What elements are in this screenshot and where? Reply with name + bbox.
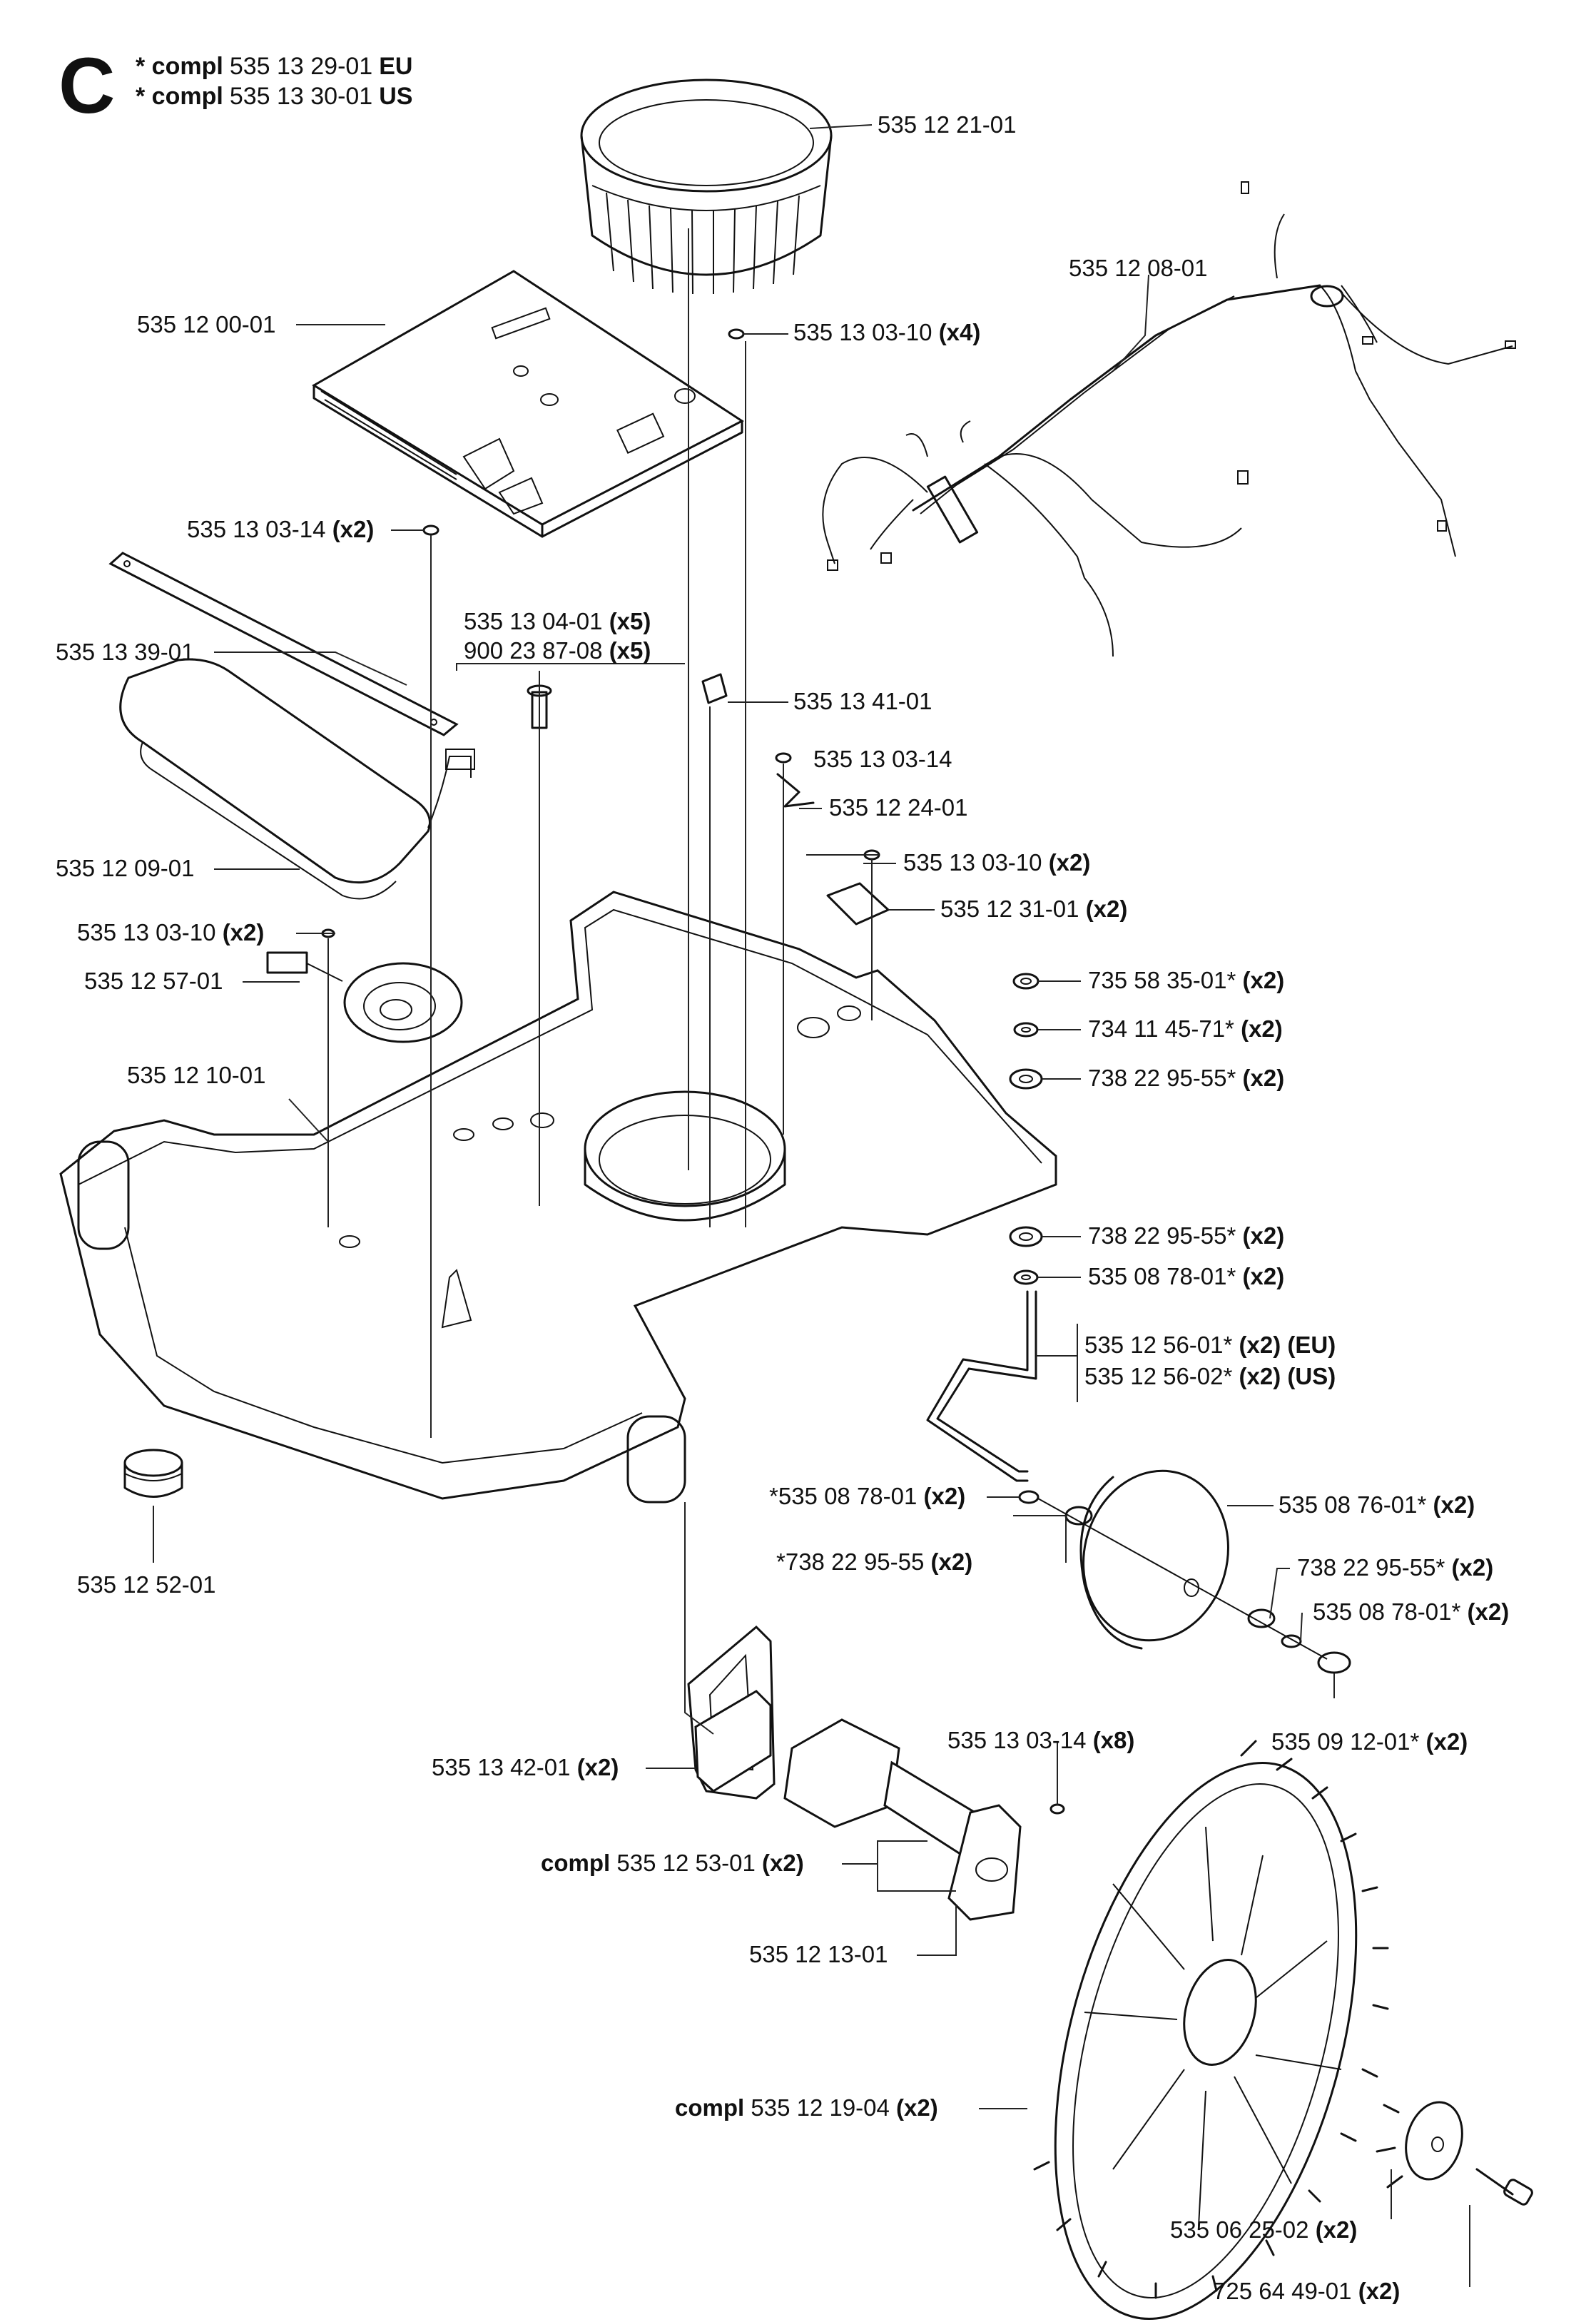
drive-wheel xyxy=(1033,1740,1389,2320)
speaker xyxy=(266,951,463,1043)
compl-us-number: 535 13 30-01 xyxy=(230,83,372,110)
part-label-535-13-04-01: 535 13 04-01 (x5) xyxy=(464,608,651,634)
section-letter: C xyxy=(59,42,115,130)
part-label-535-13-03-14: 535 13 03-14 xyxy=(813,746,952,772)
part-label-535-12-00-01: 535 12 00-01 xyxy=(137,311,276,338)
part-label-535-12-09-01: 535 12 09-01 xyxy=(56,855,195,881)
battery-pack xyxy=(119,658,475,900)
top-cover-ring xyxy=(580,78,833,295)
compl-us-suffix: US xyxy=(379,83,412,110)
front-axle-rod xyxy=(926,1290,1037,1482)
part-label-535-12-56-02: 535 12 56-02* (x2) (US) xyxy=(1084,1363,1336,1389)
part-label-535-12-57-01: 535 12 57-01 xyxy=(84,968,223,994)
compl-us-prefix: * compl xyxy=(136,83,223,110)
part-label-compl-535-12-19-04: compl 535 12 19-04 (x2) xyxy=(675,2094,938,2121)
hub-cap-and-bolt xyxy=(1376,2101,1533,2206)
part-label-535-06-25-02: 535 06 25-02 (x2) xyxy=(1170,2216,1357,2243)
part-label-535-13-03-14-x2: 535 13 03-14 (x2) xyxy=(187,516,374,542)
leader-lines xyxy=(153,124,1470,2287)
part-label-compl-535-12-53-01: compl 535 12 53-01 (x2) xyxy=(541,1850,804,1876)
part-label-535-12-10-01: 535 12 10-01 xyxy=(127,1062,266,1088)
main-chassis xyxy=(59,891,1057,1504)
part-label-535-12-13-01: 535 12 13-01 xyxy=(749,1941,888,1967)
part-label-535-08-76-01: 535 08 76-01* (x2) xyxy=(1279,1491,1475,1518)
part-label-535-13-03-10-x4: 535 13 03-10 (x4) xyxy=(793,319,980,345)
part-labels: 535 12 21-01 535 12 08-01 535 12 00-01 5… xyxy=(56,111,1509,2304)
compl-us-line: * compl 535 13 30-01 US xyxy=(136,83,412,110)
part-label-535-08-78-01-shaft: 535 08 78-01* (x2) xyxy=(1088,1263,1284,1289)
compl-eu-line: * compl 535 13 29-01 EU xyxy=(136,53,412,80)
part-label-734-11-45-71: 734 11 45-71* (x2) xyxy=(1088,1015,1283,1042)
part-label-735-58-35-01: 735 58 35-01* (x2) xyxy=(1088,967,1284,993)
gasket-ring xyxy=(123,1449,183,1498)
part-label-535-09-12-01: 535 09 12-01* (x2) xyxy=(1271,1728,1468,1755)
part-label-535-13-39-01: 535 13 39-01 xyxy=(56,639,195,665)
part-label-535-12-52-01: 535 12 52-01 xyxy=(77,1571,216,1598)
part-label-535-12-08-01: 535 12 08-01 xyxy=(1069,255,1208,281)
part-label-535-12-31-01: 535 12 31-01 (x2) xyxy=(940,896,1127,922)
part-label-725-64-49-01: 725 64 49-01 (x2) xyxy=(1213,2278,1400,2304)
part-label-535-08-78-01-star-left: *535 08 78-01 (x2) xyxy=(769,1483,965,1509)
compl-eu-suffix: EU xyxy=(379,53,412,80)
part-label-738-22-95-55-lower: 738 22 95-55* (x2) xyxy=(1088,1222,1284,1249)
part-drawings xyxy=(59,78,1533,2320)
circuit-board xyxy=(312,270,744,538)
diagram-header: C * compl 535 13 29-01 EU * compl 535 13 30… xyxy=(59,42,412,130)
part-label-535-12-56-01: 535 12 56-01* (x2) (EU) xyxy=(1084,1332,1336,1358)
part-label-738-22-95-55-wheel: 738 22 95-55* (x2) xyxy=(1297,1554,1493,1581)
gearbox-gasket xyxy=(694,1690,772,1793)
part-label-900-23-87-08: 900 23 87-08 (x5) xyxy=(464,637,651,664)
part-label-738-22-95-55-upper: 738 22 95-55* (x2) xyxy=(1088,1065,1284,1091)
compl-eu-number: 535 13 29-01 xyxy=(230,53,372,80)
part-label-535-13-41-01: 535 13 41-01 xyxy=(793,688,932,714)
part-label-535-13-03-10-x2-left: 535 13 03-10 (x2) xyxy=(77,919,264,945)
part-label-535-13-03-14-x8: 535 13 03-14 (x8) xyxy=(947,1727,1134,1753)
part-label-535-12-24-01: 535 12 24-01 xyxy=(829,794,968,821)
part-label-535-12-21-01: 535 12 21-01 xyxy=(878,111,1017,138)
wire-harness xyxy=(822,181,1516,657)
part-label-535-13-03-10-x2-right: 535 13 03-10 (x2) xyxy=(903,849,1090,876)
front-wheel xyxy=(1018,1469,1351,1674)
compl-eu-prefix: * compl xyxy=(136,53,223,80)
part-label-738-22-95-55-star-left: *738 22 95-55 (x2) xyxy=(776,1548,972,1575)
part-label-535-13-42-01: 535 13 42-01 (x2) xyxy=(432,1754,619,1780)
part-label-535-08-78-01-wheel: 535 08 78-01* (x2) xyxy=(1313,1598,1509,1625)
